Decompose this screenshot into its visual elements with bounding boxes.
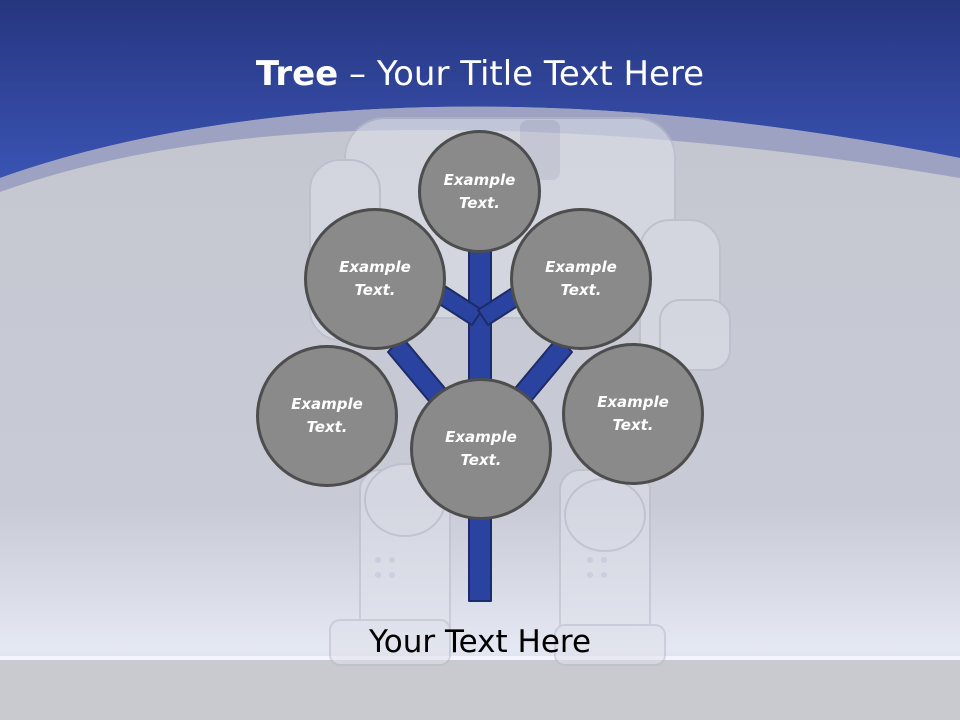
node-text-line2: Text. bbox=[458, 193, 500, 212]
title-rest: – Your Title Text Here bbox=[338, 54, 705, 94]
node-text-line1: Example bbox=[339, 258, 411, 276]
node-text-line2: Text. bbox=[354, 281, 396, 299]
node-text-line1: Example bbox=[443, 170, 516, 189]
node-text-line2: Text. bbox=[460, 451, 502, 469]
node-text-line2: Text. bbox=[306, 418, 348, 436]
node-text-line2: Text. bbox=[612, 416, 654, 434]
node-text-line1: Example bbox=[597, 393, 669, 411]
node-text-line1: Example bbox=[445, 428, 517, 446]
node-text-line2: Text. bbox=[560, 281, 602, 299]
node-text-line1: Example bbox=[291, 395, 363, 413]
footer-text: Your Text Here bbox=[368, 624, 592, 660]
title-bold: Tree bbox=[255, 54, 339, 94]
node-text-line1: Example bbox=[545, 258, 617, 276]
slide-title: Tree – Your Title Text Here bbox=[0, 52, 960, 96]
